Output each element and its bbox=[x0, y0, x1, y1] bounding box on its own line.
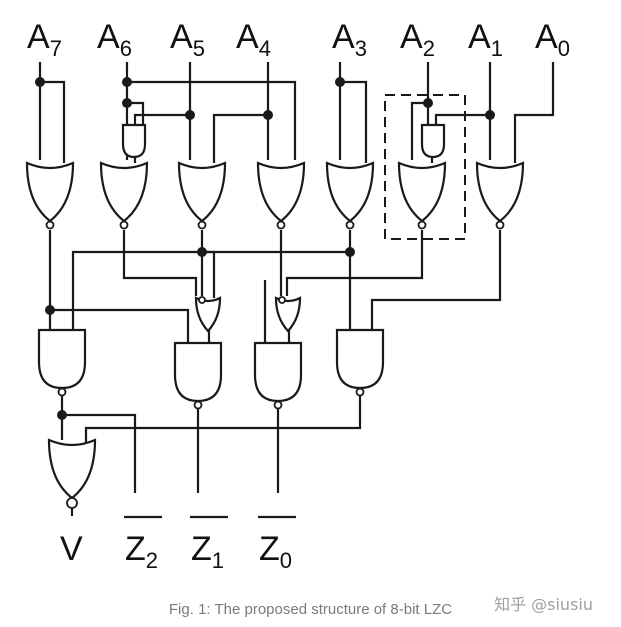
svg-text:A6: A6 bbox=[97, 18, 132, 61]
watermark: 知乎 @siusiu bbox=[494, 595, 593, 614]
svg-text:A2: A2 bbox=[400, 18, 435, 61]
svg-text:A4: A4 bbox=[236, 18, 271, 61]
input-label-a2: A2 bbox=[400, 18, 435, 61]
svg-text:Z1: Z1 bbox=[191, 530, 224, 573]
input-label-a7: A7 bbox=[27, 18, 62, 61]
and-gate-z1 bbox=[253, 341, 303, 410]
svg-text:Z2: Z2 bbox=[125, 530, 158, 573]
wires bbox=[38, 62, 555, 516]
lzc-circuit-diagram: A7 A6 A5 A4 A3 A2 A1 A0 bbox=[25, 18, 570, 573]
svg-text:V: V bbox=[60, 530, 83, 568]
or-gate-5 bbox=[177, 161, 227, 230]
or-gate-1 bbox=[475, 161, 525, 230]
svg-text:A1: A1 bbox=[468, 18, 503, 61]
input-label-a0: A0 bbox=[535, 18, 570, 61]
svg-text:Z0: Z0 bbox=[259, 530, 292, 573]
or-gate-7 bbox=[25, 161, 75, 230]
input-label-a5: A5 bbox=[170, 18, 205, 61]
nor-gate-v bbox=[47, 438, 97, 509]
or-gate-3 bbox=[325, 161, 375, 230]
or-gate-small-right bbox=[274, 296, 302, 333]
svg-text:A0: A0 bbox=[535, 18, 570, 61]
input-label-a3: A3 bbox=[332, 18, 367, 61]
junction-dots bbox=[35, 77, 495, 420]
output-label-z1: Z1 bbox=[190, 515, 228, 573]
svg-text:A7: A7 bbox=[27, 18, 62, 61]
input-label-a4: A4 bbox=[236, 18, 271, 61]
or-gate-small-left bbox=[194, 296, 222, 333]
output-label-z2: Z2 bbox=[124, 515, 162, 573]
input-label-a6: A6 bbox=[97, 18, 132, 61]
and-gate-z0 bbox=[335, 328, 385, 397]
svg-text:A5: A5 bbox=[170, 18, 205, 61]
nand-gate-small-a2a1 bbox=[420, 123, 446, 159]
or-gate-2 bbox=[397, 161, 447, 230]
output-label-v: V bbox=[60, 530, 83, 568]
svg-text:A3: A3 bbox=[332, 18, 367, 61]
and-gate-z2 bbox=[173, 341, 223, 410]
output-label-z0: Z0 bbox=[258, 515, 296, 573]
nand-gate-small-a6a5 bbox=[121, 123, 147, 159]
or-gate-4 bbox=[256, 161, 306, 230]
input-label-a1: A1 bbox=[468, 18, 503, 61]
dashed-highlight-box bbox=[384, 94, 466, 240]
or-gate-6 bbox=[99, 161, 149, 230]
and-gate-v bbox=[37, 328, 87, 397]
figure-caption: Fig. 1: The proposed structure of 8-bit … bbox=[168, 601, 453, 618]
